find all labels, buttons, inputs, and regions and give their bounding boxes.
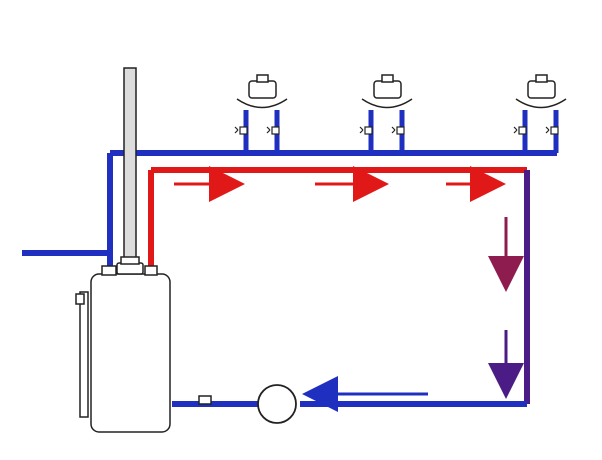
valve-handle-icon (545, 126, 550, 134)
valve-icon (239, 126, 248, 135)
valve-icon (396, 126, 405, 135)
faucet-head-icon (527, 80, 556, 99)
fixture-3 (513, 74, 567, 153)
valve-icon (271, 126, 280, 135)
sink-faucet-icon (236, 98, 288, 109)
valve-handle-icon (234, 126, 239, 134)
valve-icon (364, 126, 373, 135)
heater-top-collar (120, 256, 140, 265)
heater-side-panel (79, 291, 89, 418)
valve-icon (550, 126, 559, 135)
faucet-top-icon (535, 74, 548, 83)
valve-handle-icon (359, 126, 364, 134)
heater-right-fitting (144, 265, 158, 276)
faucet-head-icon (373, 80, 402, 99)
return-fitting-icon (198, 395, 212, 405)
valve-icon (518, 126, 527, 135)
sink-faucet-icon (515, 98, 567, 109)
fixture-2 (359, 74, 413, 153)
heater-side-knob (75, 293, 85, 305)
valve-handle-icon (513, 126, 518, 134)
flue-pipe (123, 67, 137, 272)
valve-handle-icon (391, 126, 396, 134)
faucet-head-icon (248, 80, 277, 99)
sink-faucet-icon (361, 98, 413, 109)
fixture-1 (234, 74, 288, 153)
heater-left-fitting (101, 265, 117, 276)
faucet-top-icon (256, 74, 269, 83)
circulation-pump-icon (257, 384, 297, 424)
faucet-top-icon (381, 74, 394, 83)
water-heater-body (90, 273, 171, 433)
valve-handle-icon (266, 126, 271, 134)
